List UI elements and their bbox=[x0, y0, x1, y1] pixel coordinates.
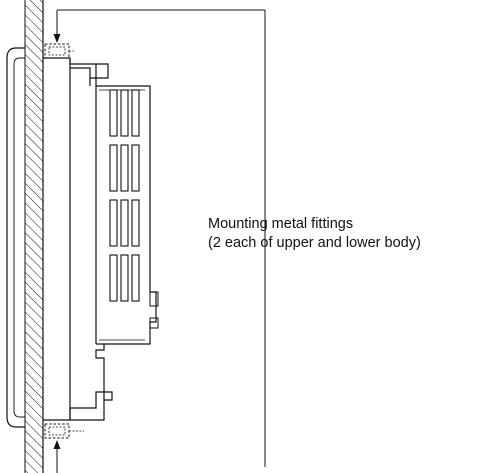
unit-rear-body bbox=[43, 57, 159, 421]
upper-mounting-fitting bbox=[44, 43, 74, 59]
front-bezel bbox=[6, 47, 25, 428]
mounting-wall bbox=[24, 0, 44, 473]
ventilation-slots bbox=[109, 89, 140, 302]
upper-leader-arrow bbox=[53, 9, 265, 43]
mounting-fittings-callout: Mounting metal fittings (2 each of upper… bbox=[208, 215, 421, 253]
lower-mounting-fitting bbox=[44, 423, 84, 439]
callout-line-2: (2 each of upper and lower body) bbox=[208, 235, 421, 251]
callout-line-1: Mounting metal fittings bbox=[208, 216, 354, 232]
lower-leader-arrow bbox=[53, 440, 61, 473]
